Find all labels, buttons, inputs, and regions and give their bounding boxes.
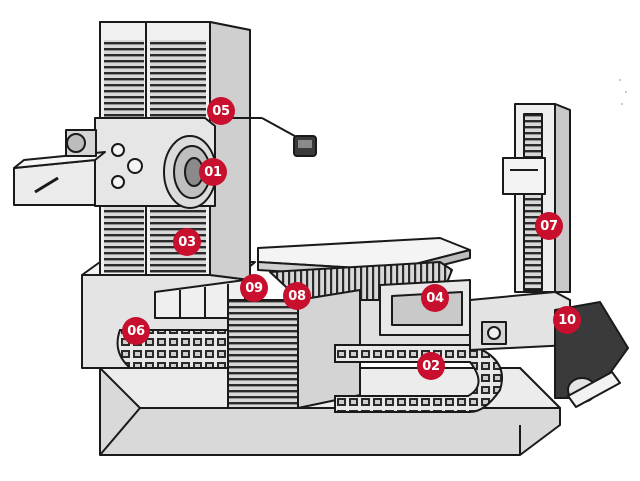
decorative-dots: [619, 79, 627, 105]
callout-badge-06: 06: [122, 317, 150, 345]
callout-label-03: 03: [178, 234, 196, 250]
cable-chain-right: [334, 344, 503, 413]
callout-label-09: 09: [245, 280, 263, 296]
callout-label-08: 08: [288, 288, 306, 304]
callout-label-02: 02: [422, 358, 440, 374]
spindle-head: [13, 117, 217, 209]
callout-label-10: 10: [558, 312, 576, 328]
tool-column: [469, 103, 571, 351]
callout-badge-01: 01: [199, 158, 227, 186]
callout-label-05: 05: [212, 103, 230, 119]
callout-badge-09: 09: [240, 274, 268, 302]
callout-label-04: 04: [426, 290, 444, 306]
callout-badge-02: 02: [417, 352, 445, 380]
callout-badge-10: 10: [553, 306, 581, 334]
callout-label-01: 01: [204, 164, 222, 180]
callout-badge-04: 04: [421, 284, 449, 312]
callout-badge-07: 07: [535, 212, 563, 240]
callout-badge-08: 08: [283, 282, 311, 310]
callout-badge-03: 03: [173, 228, 201, 256]
way-covers: [154, 279, 361, 409]
callout-label-06: 06: [127, 323, 145, 339]
callout-label-07: 07: [540, 218, 558, 234]
callout-badge-05: 05: [207, 97, 235, 125]
control-pendant: [222, 117, 317, 157]
